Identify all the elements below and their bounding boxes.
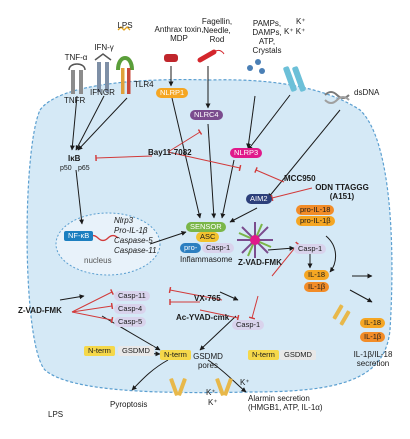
ifn-label: IFN-γ	[94, 43, 114, 52]
gsdmd-nterm2: N-term	[160, 350, 191, 360]
nlrp3-badge: NLRP3	[230, 148, 263, 158]
alarmin-label: Alarmin secretion (HMGB1, ATP, IL-1α)	[248, 394, 323, 412]
dsdna-label: dsDNA	[354, 88, 380, 97]
k-top-label: K⁺	[296, 17, 306, 26]
tnfr-label: TNFR	[64, 96, 86, 105]
acyvad-label: Ac-YVAD-cmk	[176, 313, 230, 322]
gsdmd-nterm1: N-term	[84, 346, 115, 356]
pamps-label: PAMPs, DAMPs, ATP, Crystals	[252, 19, 282, 55]
zvad-left-label: Z-VAD-FMK	[18, 306, 62, 315]
ifngr-label: IFNGR	[90, 88, 115, 97]
inhibition-lines	[71, 129, 313, 324]
pro-badge: pro-	[180, 243, 202, 253]
inflammasome-icon	[237, 222, 273, 258]
vx765-label: VX-765	[194, 294, 221, 303]
nucleus	[55, 212, 161, 276]
k-bottom3: K⁺	[240, 378, 250, 387]
flagellin-icon	[197, 49, 225, 63]
il1b-out-badge: IL-1β	[360, 332, 386, 342]
gene-caspase11: Caspase-11	[114, 246, 157, 255]
pyroptosis-label: Pyroptosis	[110, 400, 148, 409]
inflammasome-label: Inflammasome	[180, 255, 233, 264]
il1b-badge: IL-1β	[304, 282, 330, 292]
pro-il18-badge: pro-IL-18	[296, 205, 335, 215]
aim2-badge: AIM2	[246, 194, 272, 204]
gsdmd-full1: GSDMD	[118, 346, 154, 356]
pattern-molecule-icon	[247, 59, 265, 74]
inflammasome-casp1-badge: Casp-1	[202, 243, 235, 253]
anthrax-toxin-icon	[164, 54, 178, 62]
mcc950-label: MCC950	[284, 174, 316, 183]
k-bottom1: K⁺	[206, 388, 216, 397]
gene-nlrp3: Nlrp3	[114, 216, 134, 225]
gene-caspase5: Caspase-5	[114, 236, 153, 245]
gsdmd-nterm3: N-term	[248, 350, 279, 360]
dsdna-icon	[324, 91, 350, 104]
p65-label: p65	[78, 165, 90, 172]
casp11-badge: Casp-11	[114, 291, 150, 301]
zvad-right-label: Z-VAD-FMK	[238, 258, 282, 267]
casp4-badge: Casp-4	[114, 304, 147, 314]
gsdmd-pore-icon	[169, 304, 351, 396]
tnf-receptor-icon	[68, 63, 86, 94]
nfkb-badge: NF-κB	[64, 231, 94, 241]
p50-label: p50	[60, 165, 72, 172]
k-top2-label: K⁺ K⁺	[284, 27, 306, 36]
odn-label: ODN TTAGGG (A151)	[315, 183, 369, 201]
noncanonical-casp1-badge: Casp-1	[232, 320, 265, 330]
lps-top-label: LPS	[117, 21, 133, 30]
ifngr-receptor-icon	[94, 53, 112, 92]
lps-bottom-label: LPS	[48, 410, 64, 419]
nlrc4-badge: NLRC4	[190, 110, 223, 120]
il18-out-badge: IL-18	[360, 318, 386, 328]
gsdmd-full3: GSDMD	[280, 350, 316, 360]
tnf-label: TNF-α	[64, 53, 88, 62]
anthrax-label: Anthrax toxin, MDP	[154, 25, 204, 43]
gene-pro-il1b: Pro-IL-1β	[114, 226, 148, 235]
casp5-badge: Casp-5	[114, 317, 147, 327]
il18-badge: IL-18	[304, 270, 330, 280]
bay-inhibitor-label: Bay11-7082	[148, 148, 192, 157]
asc-badge: ASC	[196, 232, 220, 242]
sensor-badge: SENSOR	[186, 222, 226, 232]
cytokine-casp1-badge: Casp-1	[294, 244, 327, 254]
pro-il1b-badge: pro-IL-1β	[296, 216, 335, 226]
secretion-label: IL-1β/IL-18 secretion	[353, 350, 393, 368]
gsdmd-pores-label: GSDMD pores	[193, 352, 223, 370]
ikb-label: IκB	[68, 154, 81, 163]
potassium-channel-icon	[283, 66, 306, 92]
activation-arrows	[59, 66, 373, 393]
tlr4-label: TLR4	[134, 80, 154, 89]
lps-icon	[117, 26, 131, 31]
flagellin-label: Fagellin, Needle, Rod	[201, 17, 233, 44]
nlrp1-badge: NLRP1	[156, 88, 189, 98]
nucleus-label: nucleus	[84, 256, 112, 265]
tlr4-receptor-icon	[116, 56, 134, 94]
k-bottom2: K⁺	[208, 398, 218, 407]
